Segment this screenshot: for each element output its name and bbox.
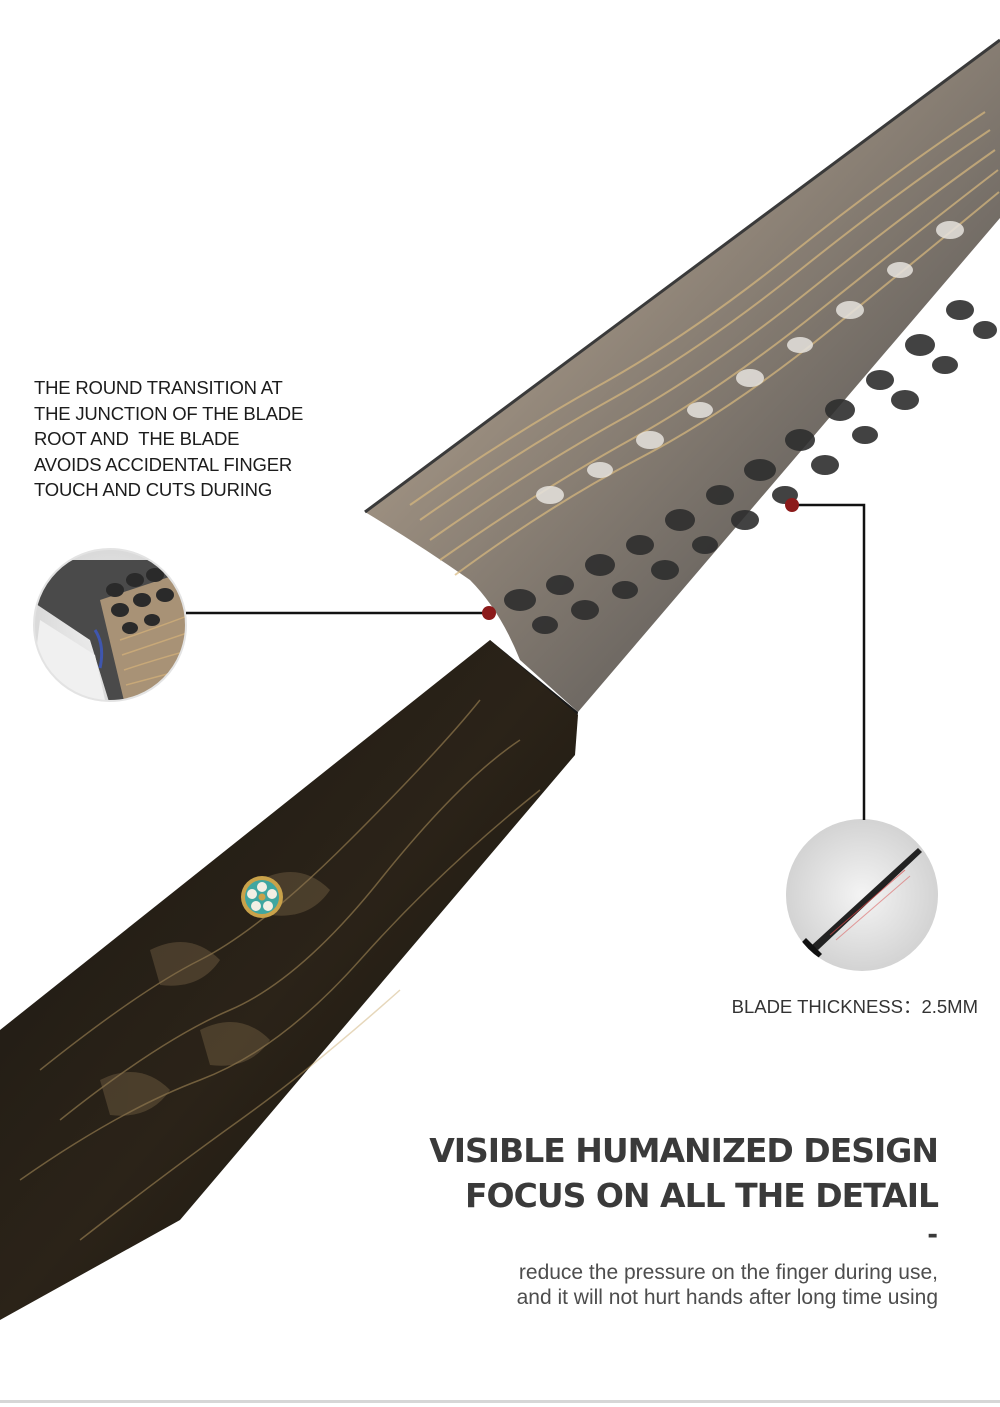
callout-line: THE ROUND TRANSITION AT <box>34 377 283 398</box>
headline-separator: - <box>927 1220 938 1250</box>
blade-root-zoom-circle <box>33 548 187 702</box>
blade <box>364 38 1000 735</box>
blade-thickness-label: BLADE THICKNESS：2.5MM <box>731 996 978 1017</box>
callout-line: THE JUNCTION OF THE BLADE <box>34 402 304 424</box>
handle-emblem <box>241 876 283 918</box>
blade-thickness-leader-line <box>785 498 866 820</box>
callout-line: ROOT AND THE BLADE <box>34 428 240 449</box>
headline-line-1: VISIBLE HUMANIZED DESIGN <box>429 1131 939 1170</box>
blade-root-callout-text: THE ROUND TRANSITION AT THE JUNCTION OF … <box>34 375 334 503</box>
subtext-line-2: and it will not hurt hands after long ti… <box>516 1286 938 1309</box>
headline: VISIBLE HUMANIZED DESIGN FOCUS ON ALL TH… <box>429 1128 939 1218</box>
blade-root-leader-line <box>186 606 496 620</box>
subtext-line-1: reduce the pressure on the finger during… <box>518 1261 938 1284</box>
bottom-divider <box>0 1400 1000 1403</box>
handle <box>0 640 578 1320</box>
blade-thickness-zoom-circle <box>786 819 938 971</box>
headline-line-2: FOCUS ON ALL THE DETAIL <box>465 1176 939 1215</box>
callout-line: TOUCH AND CUTS DURING <box>34 479 273 500</box>
callout-line: AVOIDS ACCIDENTAL FINGER <box>34 453 293 475</box>
subtext: reduce the pressure on the finger during… <box>517 1260 938 1310</box>
